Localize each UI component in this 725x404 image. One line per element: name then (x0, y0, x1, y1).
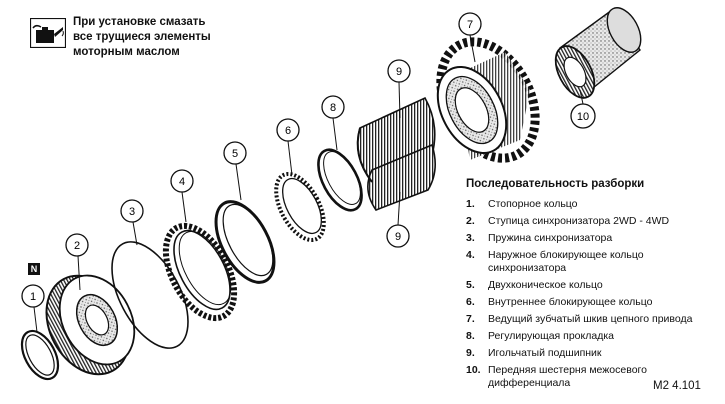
callout-4: 4 (170, 169, 194, 193)
part-8-adjusting-shim (317, 148, 363, 212)
lubrication-note: При установке смазать все трущиеся элеме… (73, 15, 233, 60)
part-5-double-cone-ring (214, 200, 276, 284)
callout-9-top-label: 9 (396, 66, 402, 78)
callout-circles: 1 2 3 4 5 6 8 9 (21, 12, 596, 308)
legend-item-line: Передняя шестерня межосевого (488, 364, 647, 376)
orientation-badge-label: N (31, 264, 38, 274)
legend-item-text: Стопорное кольцо (488, 198, 721, 211)
legend-item: 1. Стопорное кольцо (466, 198, 721, 211)
callout-1-label: 1 (30, 291, 36, 303)
part-9-needle-bearing (356, 96, 436, 211)
part-7-drive-sprocket (436, 37, 540, 163)
legend-item-line: синхронизатора (488, 262, 567, 274)
note-line-1: При установке смазать (73, 16, 206, 28)
legend-item-number: 9. (466, 347, 475, 359)
legend-item-line: Двухконическое кольцо (488, 279, 603, 291)
legend-item-line: Внутреннее блокирующее кольцо (488, 296, 653, 308)
oil-can-icon (30, 18, 66, 48)
legend-item-text: Двухконическое кольцо (488, 279, 721, 292)
legend-item-number: 10. (466, 364, 481, 376)
legend-item-line: дифференциала (488, 377, 571, 389)
legend-item-line: Стопорное кольцо (488, 198, 578, 210)
legend-item-line: Регулирующая прокладка (488, 330, 614, 342)
part-6-inner-blocking-ring (274, 171, 326, 243)
legend-item-line: Игольчатый подшипник (488, 347, 602, 359)
legend-item: 3. Пружина синхронизатора (466, 232, 721, 245)
legend-item-line: Пружина синхронизатора (488, 232, 613, 244)
legend-item-number: 5. (466, 279, 475, 291)
callout-9-top: 9 (387, 59, 411, 83)
callout-10: 10 (570, 103, 596, 129)
callout-6: 6 (276, 118, 300, 142)
legend-item-text: Пружина синхронизатора (488, 232, 721, 245)
legend-item-number: 4. (466, 249, 475, 261)
legend-item-number: 3. (466, 232, 475, 244)
legend-item: 10. Передняя шестерня межосевого диффере… (466, 364, 721, 390)
callout-6-label: 6 (285, 125, 291, 137)
callout-7-label: 7 (467, 19, 473, 31)
callout-2: 2 (65, 233, 89, 257)
callout-3: 3 (120, 199, 144, 223)
legend-item: 9. Игольчатый подшипник (466, 347, 721, 360)
legend-item-text: Наружное блокирующее кольцо синхронизато… (488, 249, 721, 275)
legend-list: 1. Стопорное кольцо 2. Ступица синхрониз… (466, 198, 721, 390)
legend-title: Последовательность разборки (466, 178, 645, 190)
callout-7: 7 (458, 12, 482, 36)
disassembly-legend: Последовательность разборки 1. Стопорное… (466, 178, 721, 394)
legend-item: 2. Ступица синхронизатора 2WD - 4WD (466, 215, 721, 228)
legend-item-number: 8. (466, 330, 475, 342)
legend-item: 7. Ведущий зубчатый шкив цепного привода (466, 313, 721, 326)
legend-item-number: 1. (466, 198, 475, 210)
legend-item-line: Ведущий зубчатый шкив цепного привода (488, 313, 693, 325)
legend-item-text: Ступица синхронизатора 2WD - 4WD (488, 215, 721, 228)
figure-code: M2 4.101 (653, 380, 701, 392)
note-line-3: моторным маслом (73, 46, 180, 58)
callout-1: 1 (21, 284, 45, 308)
legend-item-line: Ступица синхронизатора 2WD - 4WD (488, 215, 670, 227)
callout-5-label: 5 (232, 148, 238, 160)
legend-item-text: Регулирующая прокладка (488, 330, 721, 343)
part-2-synchronizer-hub (45, 274, 136, 376)
part-3-synchronizer-spring (111, 241, 189, 349)
legend-item: 5. Двухконическое кольцо (466, 279, 721, 292)
legend-item-text: Передняя шестерня межосевого дифференциа… (488, 364, 721, 390)
legend-item-number: 6. (466, 296, 475, 308)
callout-8-label: 8 (330, 102, 336, 114)
legend-item-text: Внутреннее блокирующее кольцо (488, 296, 721, 309)
callout-2-label: 2 (74, 240, 80, 252)
leader-lines (33, 34, 584, 333)
callout-3-label: 3 (129, 206, 135, 218)
legend-item: 6. Внутреннее блокирующее кольцо (466, 296, 721, 309)
callout-9-bottom: 9 (386, 224, 410, 248)
legend-item: 8. Регулирующая прокладка (466, 330, 721, 343)
legend-item-text: Игольчатый подшипник (488, 347, 721, 360)
legend-item-number: 2. (466, 215, 475, 227)
part-4-outer-blocking-ring (162, 222, 238, 322)
callout-10-label: 10 (577, 111, 589, 123)
legend-item-number: 7. (466, 313, 475, 325)
callout-5: 5 (223, 141, 247, 165)
orientation-badge: N (28, 263, 40, 275)
legend-item-line: Наружное блокирующее кольцо (488, 249, 644, 261)
legend-item: 4. Наружное блокирующее кольцо синхрониз… (466, 249, 721, 275)
note-line-2: все трущиеся элементы (73, 31, 211, 43)
callout-4-label: 4 (179, 176, 185, 188)
part-1-snap-ring (20, 329, 60, 381)
part-10-front-differential-gear (554, 7, 642, 99)
callout-9-bottom-label: 9 (395, 231, 401, 243)
callout-8: 8 (321, 95, 345, 119)
legend-item-text: Ведущий зубчатый шкив цепного привода (488, 313, 721, 326)
